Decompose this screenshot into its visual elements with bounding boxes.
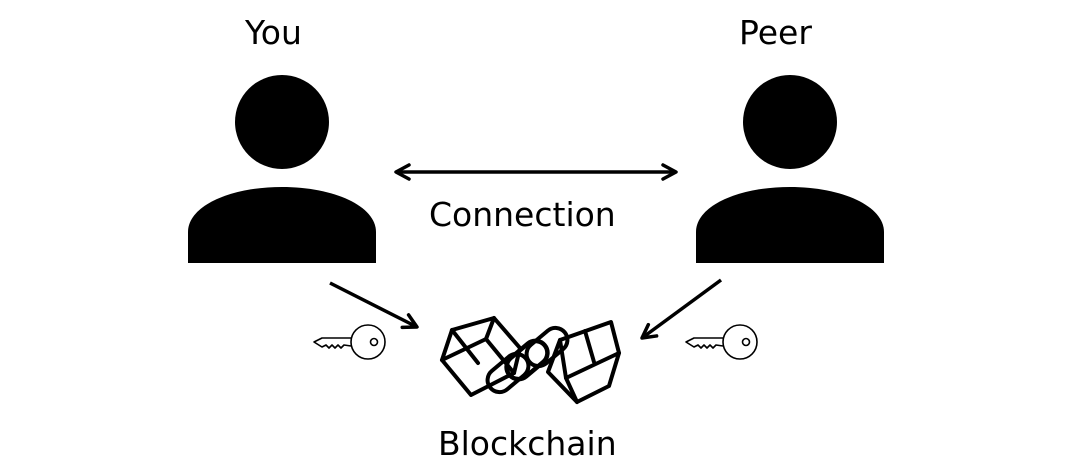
connection-label: Connection (429, 195, 616, 234)
you-label: You (245, 13, 302, 52)
chain-links (485, 325, 570, 395)
blockchain-label: Blockchain (438, 424, 617, 463)
right-block-cube (546, 320, 621, 404)
you-to-blockchain-arrow (329, 281, 419, 330)
peer-key-icon (685, 324, 758, 360)
peer-label: Peer (739, 13, 812, 52)
peer-to-blockchain-arrow (640, 278, 723, 340)
you-key-icon (313, 324, 386, 360)
peer-person-icon (696, 75, 884, 263)
blockchain-icon (440, 316, 621, 404)
you-person-icon (188, 75, 376, 263)
